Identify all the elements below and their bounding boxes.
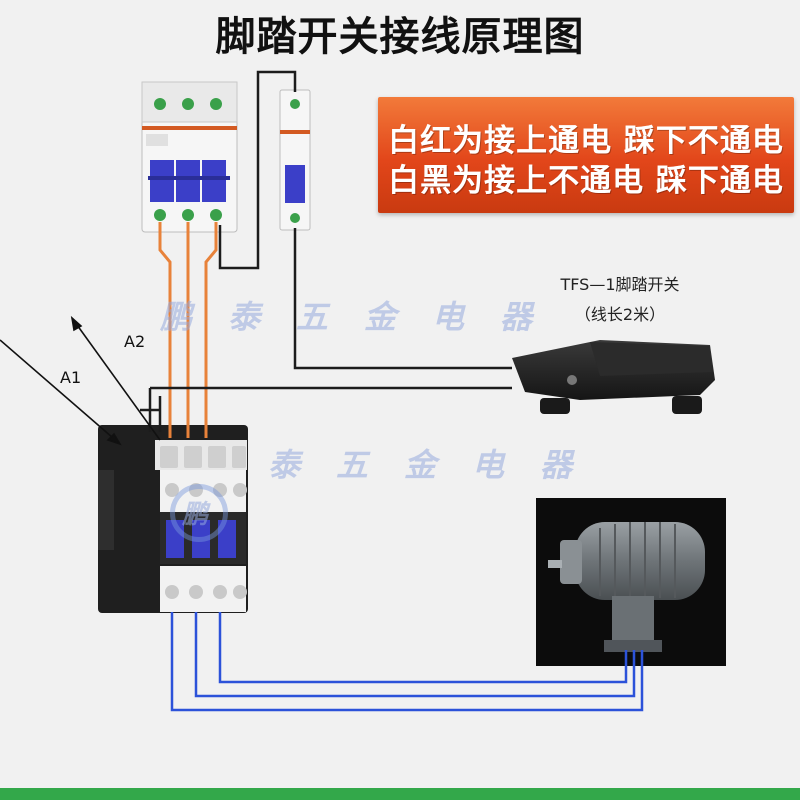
banner-line-1: 白红为接上通电 踩下不通电 [388, 123, 784, 159]
watermark-logo-char: 鹏 [182, 500, 209, 530]
label-a1: A1 [60, 368, 82, 387]
pedal-label: TFS—1脚踏开关 （线长2米） [520, 270, 720, 330]
motor [536, 498, 726, 666]
banner-line-2: 白黑为接上不通电 踩下通电 [388, 163, 784, 199]
watermark-logo [170, 484, 228, 542]
blue-wires [170, 612, 644, 712]
foot-pedal [512, 340, 715, 414]
orange-wires [158, 222, 218, 438]
watermark-bottom: 泰五金电器 [268, 446, 609, 484]
black-wires [140, 70, 512, 432]
footer-bar [0, 788, 800, 800]
pedal-label-title: TFS—1脚踏开关 [560, 275, 680, 294]
watermark-top: 鹏泰五金电器 [160, 298, 569, 336]
a-arrows [0, 315, 161, 446]
pedal-label-subtitle: （线长2米） [574, 305, 666, 324]
single-pole-breaker [279, 89, 311, 231]
label-a2: A2 [124, 332, 146, 351]
page-title: 脚踏开关接线原理图 [215, 14, 585, 60]
three-pole-breaker [141, 81, 238, 233]
instruction-banner: 白红为接上通电 踩下不通电 白黑为接上不通电 踩下通电 [378, 97, 794, 213]
